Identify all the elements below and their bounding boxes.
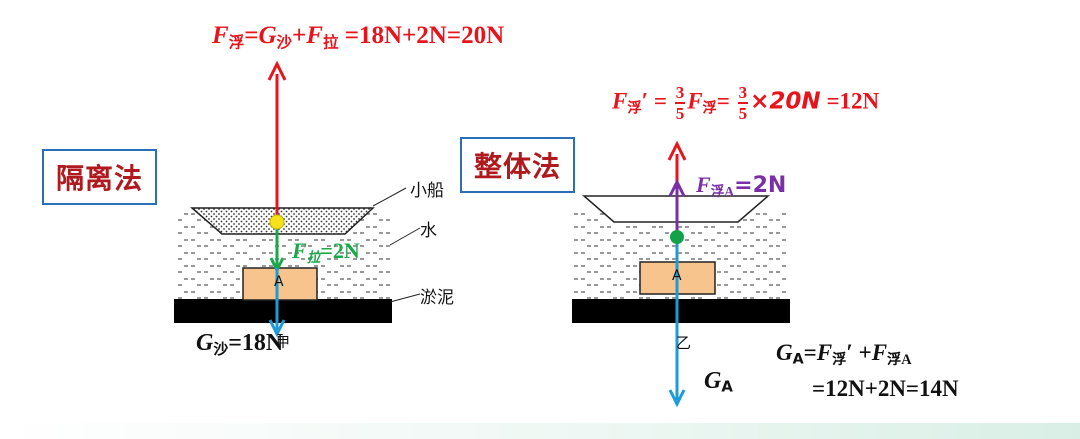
g-symbol: G	[196, 330, 214, 356]
right-mud	[572, 299, 790, 323]
left-buoyancy-arrowhead	[267, 60, 287, 81]
equals: =	[244, 22, 259, 49]
numerator: 3	[737, 83, 749, 104]
label-mud: 淤泥	[420, 288, 454, 308]
denominator: 5	[675, 104, 685, 123]
right-gravity-arrowhead	[668, 389, 686, 408]
f-symbol: F	[696, 172, 711, 197]
isolation-method-title: 隔离法	[42, 149, 158, 205]
f-symbol: F	[212, 22, 229, 49]
prime: ′	[846, 340, 853, 365]
subscript: 浮	[832, 351, 847, 368]
right-center-dot	[670, 230, 684, 244]
plus: +	[852, 340, 872, 365]
subscript: 浮	[228, 34, 245, 52]
background-band	[0, 423, 1080, 439]
subscript: 浮A	[887, 351, 912, 368]
f-symbol: F	[816, 340, 833, 365]
f-symbol: F	[292, 238, 307, 263]
tension-value: =2N	[320, 238, 360, 263]
subscript: 拉	[322, 34, 339, 52]
left-block-a	[242, 267, 318, 301]
equals: =	[803, 340, 817, 365]
subscript: 沙	[213, 342, 229, 359]
leader-boat	[372, 187, 407, 207]
times-value: ×20N	[750, 88, 821, 115]
right-buoya-label: F浮A=2N	[696, 172, 786, 200]
numerator: 3	[674, 83, 686, 104]
left-mud	[174, 299, 392, 323]
f-symbol: F	[306, 22, 323, 49]
buoya-value: =2N	[734, 173, 787, 198]
label-water: 水	[420, 221, 437, 241]
denominator: 5	[738, 104, 748, 123]
whole-method-title: 整体法	[460, 137, 576, 193]
formula-result: =12N	[820, 88, 880, 114]
subscript: 浮	[702, 100, 717, 117]
label-jia: 甲	[276, 335, 290, 351]
gravity-value: =18N	[228, 330, 284, 356]
g-symbol: G	[776, 340, 793, 365]
left-forces	[267, 60, 287, 338]
label-boat: 小船	[410, 181, 444, 201]
result-formula-line2: =12N+2N=14N	[812, 376, 959, 401]
subscript: 浮A	[710, 183, 735, 199]
subscript: A	[792, 351, 804, 368]
left-gravity-label: G沙=18N	[196, 330, 283, 359]
label-block-a-right: A	[672, 268, 682, 284]
g-symbol: G	[258, 22, 277, 49]
f-symbol: F	[871, 340, 888, 365]
prime: ′	[641, 88, 649, 114]
leader-water	[389, 227, 421, 246]
subscript: 浮	[627, 100, 642, 117]
right-forces	[667, 140, 687, 408]
left-center-dot	[269, 214, 285, 230]
f-symbol: F	[687, 88, 703, 114]
label-yi: 乙	[676, 334, 692, 352]
formula-result: =18N+2N=20N	[338, 22, 505, 49]
right-buoya-arrowhead	[668, 178, 686, 197]
right-buoyancy-arrowhead	[667, 140, 687, 161]
result-formula-line1: GA=F浮′ +F浮A	[776, 340, 912, 369]
subscript: 沙	[276, 34, 293, 52]
plus: +	[292, 22, 307, 49]
right-gravity-label: GA	[704, 368, 733, 396]
equals: =	[648, 88, 673, 114]
left-tension-label: F拉=2N	[292, 238, 360, 266]
leader-mud	[389, 293, 421, 303]
label-block-a-left: A	[274, 274, 284, 290]
subscript: A	[721, 377, 733, 396]
g-symbol: G	[704, 368, 722, 394]
left-gravity-arrowhead	[268, 319, 286, 338]
equals: =	[716, 88, 736, 114]
f-symbol: F	[612, 88, 628, 114]
right-tank	[572, 195, 790, 323]
left-top-formula: F浮=G沙+F拉 =18N+2N=20N	[212, 22, 504, 52]
subscript: 拉	[306, 249, 321, 265]
